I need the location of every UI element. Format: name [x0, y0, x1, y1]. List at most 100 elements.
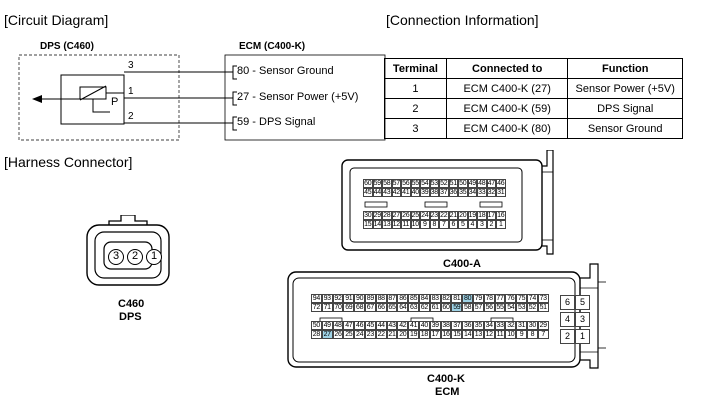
c400a-pin-46: 46: [496, 179, 506, 188]
dps-connector-label: C460: [118, 298, 145, 310]
c400a-pin-10: 10: [410, 220, 420, 229]
c400k-pin-39: 39: [429, 321, 441, 330]
c400a-pin-16: 16: [496, 211, 506, 220]
harness-connector-title: [Harness Connector]: [4, 154, 133, 170]
c400a-pin-25: 25: [410, 211, 420, 220]
c400k-pin-23: 23: [365, 330, 376, 339]
c400a-pin-26: 26: [401, 211, 411, 220]
c400k-pin-27: 27: [321, 330, 333, 339]
c400a-pin-24: 24: [420, 211, 430, 220]
c400k-side-pin-1: 1: [575, 329, 590, 344]
c400a-pin-48: 48: [477, 179, 487, 188]
c400k-side-pin-3: 3: [575, 312, 590, 327]
c400a-pin-34: 34: [467, 188, 477, 197]
c400a-pin-28: 28: [382, 211, 392, 220]
c400a-pin-3: 3: [477, 220, 487, 229]
connection-info-title: [Connection Information]: [386, 12, 539, 28]
ecm-pin-80-label: 80 - Sensor Ground: [237, 65, 334, 77]
c400k-pin-10: 10: [505, 330, 517, 339]
c400a-pin-56: 56: [401, 179, 411, 188]
c400a-pin-40: 40: [410, 188, 420, 197]
c400k-pin-33: 33: [494, 321, 506, 330]
c400a-pin-59: 59: [372, 179, 382, 188]
c400a-pin-54: 54: [420, 179, 430, 188]
header-function: Function: [567, 58, 683, 79]
c400a-pin-32: 32: [486, 188, 496, 197]
c400k-pin-92: 92: [332, 294, 344, 303]
dps-connector-pin-2: 2: [127, 249, 143, 265]
c400k-pin-13: 13: [473, 330, 484, 339]
c400a-pin-23: 23: [429, 211, 439, 220]
table-cell: Sensor Power (+5V): [567, 78, 683, 99]
table-cell: 1: [384, 78, 447, 99]
c400k-pin-82: 82: [440, 294, 452, 303]
table-cell: ECM C400-K (59): [445, 98, 569, 119]
ecm-pin-59-label: 59 - DPS Signal: [237, 116, 316, 128]
c400k-pin-63: 63: [408, 303, 419, 312]
c400k-pin-32: 32: [505, 321, 517, 330]
c400a-pin-45: 45: [363, 188, 373, 197]
c400k-pin-43: 43: [386, 321, 398, 330]
c400k-pin-58: 58: [462, 303, 473, 312]
c400k-pin-24: 24: [354, 330, 365, 339]
c400a-pin-2: 2: [486, 220, 496, 229]
c400k-pin-8: 8: [527, 330, 538, 339]
c400k-pin-90: 90: [354, 294, 365, 303]
dps-pin-1: 1: [128, 86, 134, 97]
c400a-pin-36: 36: [448, 188, 458, 197]
c400a-pin-39: 39: [420, 188, 430, 197]
c400k-pin-50: 50: [311, 321, 322, 330]
table-cell: Sensor Ground: [567, 118, 683, 139]
c400k-pin-29: 29: [537, 321, 549, 330]
c400a-pin-55: 55: [410, 179, 420, 188]
c400k-pin-21: 21: [386, 330, 398, 339]
c400a-pin-33: 33: [477, 188, 487, 197]
c400k-sublabel: ECM: [435, 386, 460, 398]
c400k-pin-65: 65: [386, 303, 398, 312]
c400k-pin-83: 83: [429, 294, 441, 303]
table-cell: 2: [384, 98, 447, 119]
c400k-pin-40: 40: [419, 321, 430, 330]
c400k-pin-30: 30: [527, 321, 538, 330]
c400k-pin-85: 85: [408, 294, 419, 303]
c400k-pin-20: 20: [397, 330, 409, 339]
c400k-pin-67: 67: [365, 303, 376, 312]
c400k-pin-57: 57: [473, 303, 484, 312]
c400a-pin-51: 51: [448, 179, 458, 188]
header-connected-to: Connected to: [445, 58, 569, 79]
c400k-pin-36: 36: [462, 321, 473, 330]
dps-connector-pin-3: 3: [108, 249, 124, 265]
c400k-pin-25: 25: [343, 330, 355, 339]
dps-connector-sublabel: DPS: [119, 311, 142, 323]
c400k-pin-7: 7: [537, 330, 549, 339]
c400k-pin-81: 81: [451, 294, 463, 303]
c400a-pin-50: 50: [458, 179, 468, 188]
c400k-side-pin-6: 6: [560, 295, 575, 310]
c400k-pin-60: 60: [440, 303, 452, 312]
dps-pin-3: 3: [128, 60, 134, 71]
c400k-pin-61: 61: [429, 303, 441, 312]
c400k-pin-26: 26: [332, 330, 344, 339]
ecm-label: ECM (C400-K): [239, 41, 306, 52]
c400a-pin-57: 57: [391, 179, 401, 188]
c400k-pin-31: 31: [516, 321, 527, 330]
table-cell: 3: [384, 118, 447, 139]
c400k-side-pin-5: 5: [575, 295, 590, 310]
c400k-pin-44: 44: [375, 321, 387, 330]
c400k-pin-18: 18: [419, 330, 430, 339]
c400k-label: C400-K: [427, 373, 465, 385]
c400a-pin-58: 58: [382, 179, 392, 188]
c400k-pin-94: 94: [311, 294, 322, 303]
c400k-pin-49: 49: [321, 321, 333, 330]
c400a-pin-14: 14: [372, 220, 382, 229]
c400k-pin-72: 72: [311, 303, 322, 312]
c400k-pin-11: 11: [494, 330, 506, 339]
c400k-pin-77: 77: [494, 294, 506, 303]
c400k-pin-75: 75: [516, 294, 527, 303]
c400a-pin-44: 44: [372, 188, 382, 197]
c400k-pin-22: 22: [375, 330, 387, 339]
c400a-pin-12: 12: [391, 220, 401, 229]
c400k-pin-91: 91: [343, 294, 355, 303]
c400a-pin-13: 13: [382, 220, 392, 229]
c400k-pin-28: 28: [311, 330, 322, 339]
